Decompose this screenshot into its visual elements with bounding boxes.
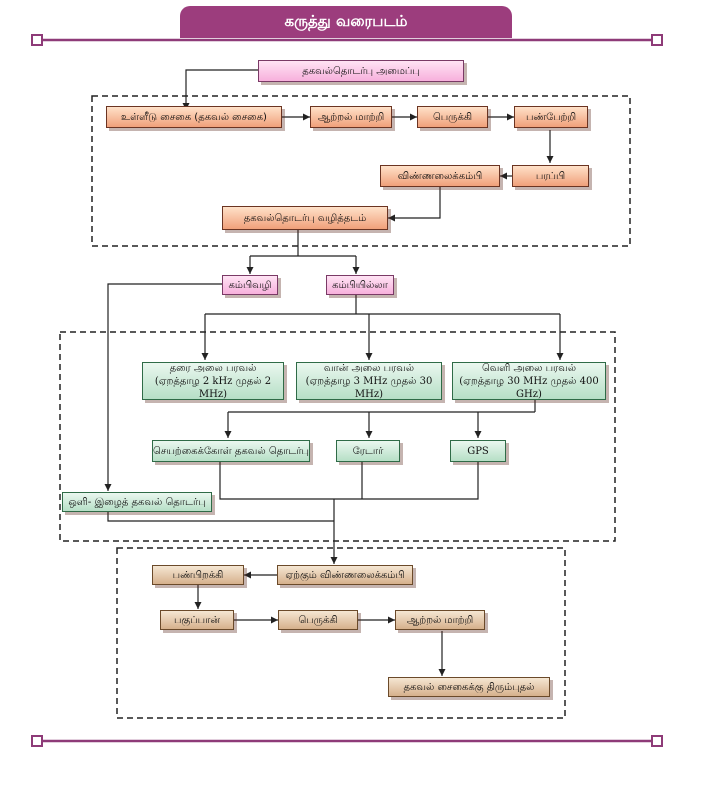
node-comm-system: தகவல்தொடர்பு அமைப்பு	[258, 60, 464, 82]
node-transducer-tx: ஆற்றல் மாற்றி	[310, 106, 392, 128]
node-detector: பகுப்பான்	[160, 610, 234, 630]
receiver-group-box	[116, 547, 566, 719]
propagation-group-box	[59, 331, 616, 542]
page-title: கருத்து வரைபடம்	[180, 6, 512, 38]
node-fiber: ஒளி- இழைத் தகவல் தொடர்பு	[62, 492, 212, 512]
node-wired: கம்பிவழி	[222, 275, 278, 295]
node-sky-wave: வான் அலை பரவல் (ஏறத்தாழ 3 MHz முதல் 30 M…	[296, 362, 442, 400]
node-wireless: கம்பியில்லா	[326, 275, 394, 295]
node-output-signal: தகவல் சைகைக்கு திரும்புதல்	[388, 677, 550, 697]
node-radar: ரேடார்	[336, 440, 400, 462]
node-transducer-rx: ஆற்றல் மாற்றி	[395, 610, 485, 630]
top-frame-line	[31, 34, 663, 46]
transmitter-group-box	[91, 95, 631, 247]
node-ground-wave: தரை அலை பரவல் (ஏறத்தாழ 2 kHz முதல் 2 MHz…	[142, 362, 284, 400]
node-amplifier-rx: பெருக்கி	[278, 610, 358, 630]
bottom-frame-line	[31, 735, 663, 747]
node-input-signal: உள்ளீடு சைகை (தகவல் சைகை)	[106, 106, 282, 128]
node-transmitter: பரப்பி	[512, 165, 589, 187]
space-wave-title: வெளி அலை பரவல்	[481, 362, 577, 374]
node-space-wave: வெளி அலை பரவல் (ஏறத்தாழ 30 MHz முதல் 400…	[452, 362, 606, 400]
node-satellite: செயற்கைக்கோள் தகவல் தொடர்பு	[152, 440, 310, 462]
sky-wave-range: (ஏறத்தாழ 3 MHz முதல் 30 MHz)	[305, 375, 433, 400]
node-rx-antenna: ஏற்கும் விண்ணலைக்கம்பி	[277, 565, 413, 585]
space-wave-range: (ஏறத்தாழ 30 MHz முதல் 400 GHz)	[459, 375, 599, 400]
node-gps: GPS	[450, 440, 506, 462]
node-amplifier-tx: பெருக்கி	[417, 106, 488, 128]
ground-wave-range: (ஏறத்தாழ 2 kHz முதல் 2 MHz)	[154, 375, 272, 400]
node-tx-antenna: விண்ணலைக்கம்பி	[380, 165, 500, 187]
node-demodulator: பண்பிறக்கி	[152, 565, 244, 585]
node-modulator: பண்பேற்றி	[514, 106, 588, 128]
ground-wave-title: தரை அலை பரவல்	[169, 362, 257, 374]
sky-wave-title: வான் அலை பரவல்	[323, 362, 415, 374]
connectors	[104, 69, 564, 676]
node-channel: தகவல்தொடர்பு வழித்தடம்	[222, 206, 388, 230]
